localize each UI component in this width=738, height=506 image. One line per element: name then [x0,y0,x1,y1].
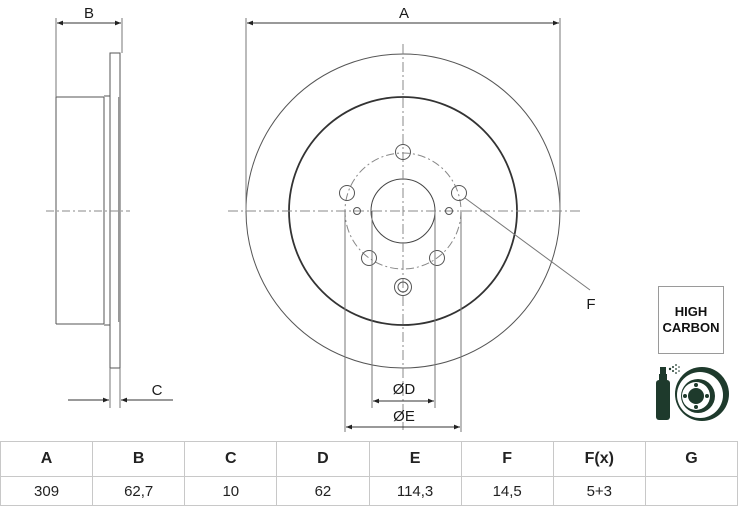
value-b: 62,7 [92,476,186,506]
spec-table-header-row: A B C D E F F(x) G [0,441,738,477]
value-c: 10 [184,476,278,506]
spray-can-disc-icon [656,364,729,421]
value-g [644,476,738,506]
technical-drawing: B C A [46,5,596,432]
dim-label-e: ØE [393,408,415,425]
dim-label-a: A [399,5,409,22]
dim-label-f: F [586,296,595,313]
front-view [228,18,591,432]
header-g: G [644,441,738,477]
header-a: A [0,441,94,477]
header-f: F [460,441,554,477]
spec-table: A B C D E F F(x) G 309 62,7 10 62 114,3 … [0,441,738,506]
badge-line-2: CARBON [662,320,720,335]
spec-table-value-row: 309 62,7 10 62 114,3 14,5 5+3 [0,476,738,506]
value-d: 62 [276,476,370,506]
dim-label-d: ØD [393,381,416,398]
value-a: 309 [0,476,94,506]
dim-label-c: C [152,382,163,399]
high-carbon-badge: HIGH CARBON [658,286,724,354]
header-fx: F(x) [552,441,646,477]
dim-label-b: B [84,5,94,22]
value-e: 114,3 [368,476,462,506]
value-f: 14,5 [460,476,554,506]
side-view [46,18,173,408]
header-c: C [184,441,278,477]
header-d: D [276,441,370,477]
header-b: B [92,441,186,477]
header-e: E [368,441,462,477]
badge-line-1: HIGH [674,304,708,319]
value-fx: 5+3 [552,476,646,506]
